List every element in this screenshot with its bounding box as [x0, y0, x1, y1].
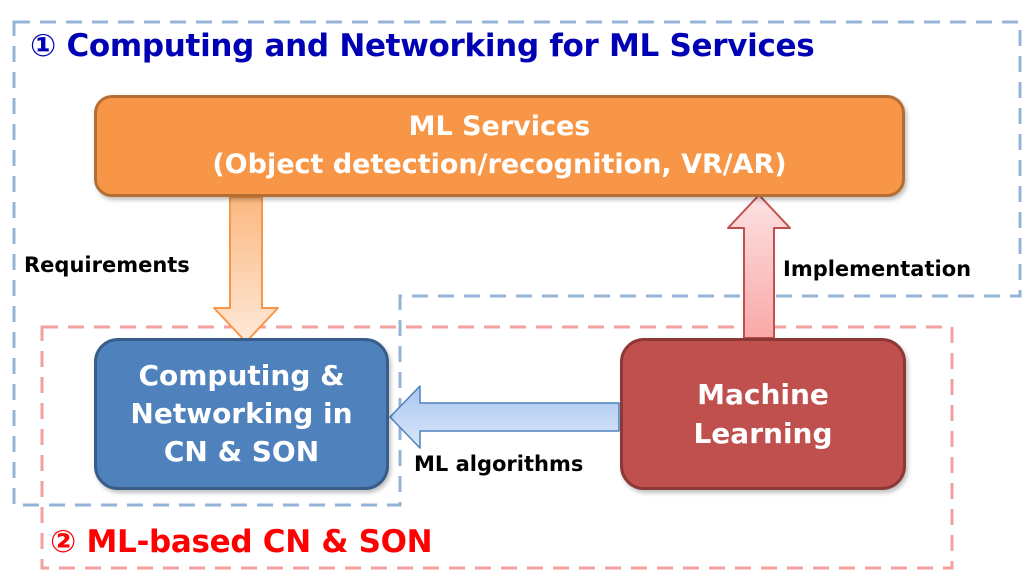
requirements-arrow	[213, 196, 279, 343]
ml-services-box: ML Services (Object detection/recognitio…	[94, 95, 905, 197]
machine-learning-line1: Machine	[697, 378, 829, 411]
computing-networking-line2: Networking in	[130, 397, 353, 430]
region-computing-networking-border	[12, 20, 1022, 507]
ml-algorithms-label: ML algorithms	[414, 452, 584, 476]
ml-services-subtitle: (Object detection/recognition, VR/AR)	[212, 149, 787, 180]
implementation-label: Implementation	[783, 257, 972, 281]
computing-networking-box: Computing & Networking in CN & SON	[94, 338, 389, 490]
ml-services-title: ML Services	[408, 111, 591, 142]
implementation-arrow	[727, 194, 791, 339]
computing-networking-line1: Computing &	[138, 359, 345, 392]
ml-algorithms-arrow	[389, 385, 620, 449]
machine-learning-box: Machine Learning	[620, 338, 906, 490]
region-ml-based-border	[40, 325, 954, 570]
machine-learning-line2: Learning	[693, 417, 833, 450]
region-computing-networking-title: ① Computing and Networking for ML Servic…	[30, 28, 815, 64]
requirements-label: Requirements	[24, 253, 190, 277]
region-ml-based-title: ② ML-based CN & SON	[50, 524, 433, 560]
computing-networking-line3: CN & SON	[163, 435, 320, 468]
